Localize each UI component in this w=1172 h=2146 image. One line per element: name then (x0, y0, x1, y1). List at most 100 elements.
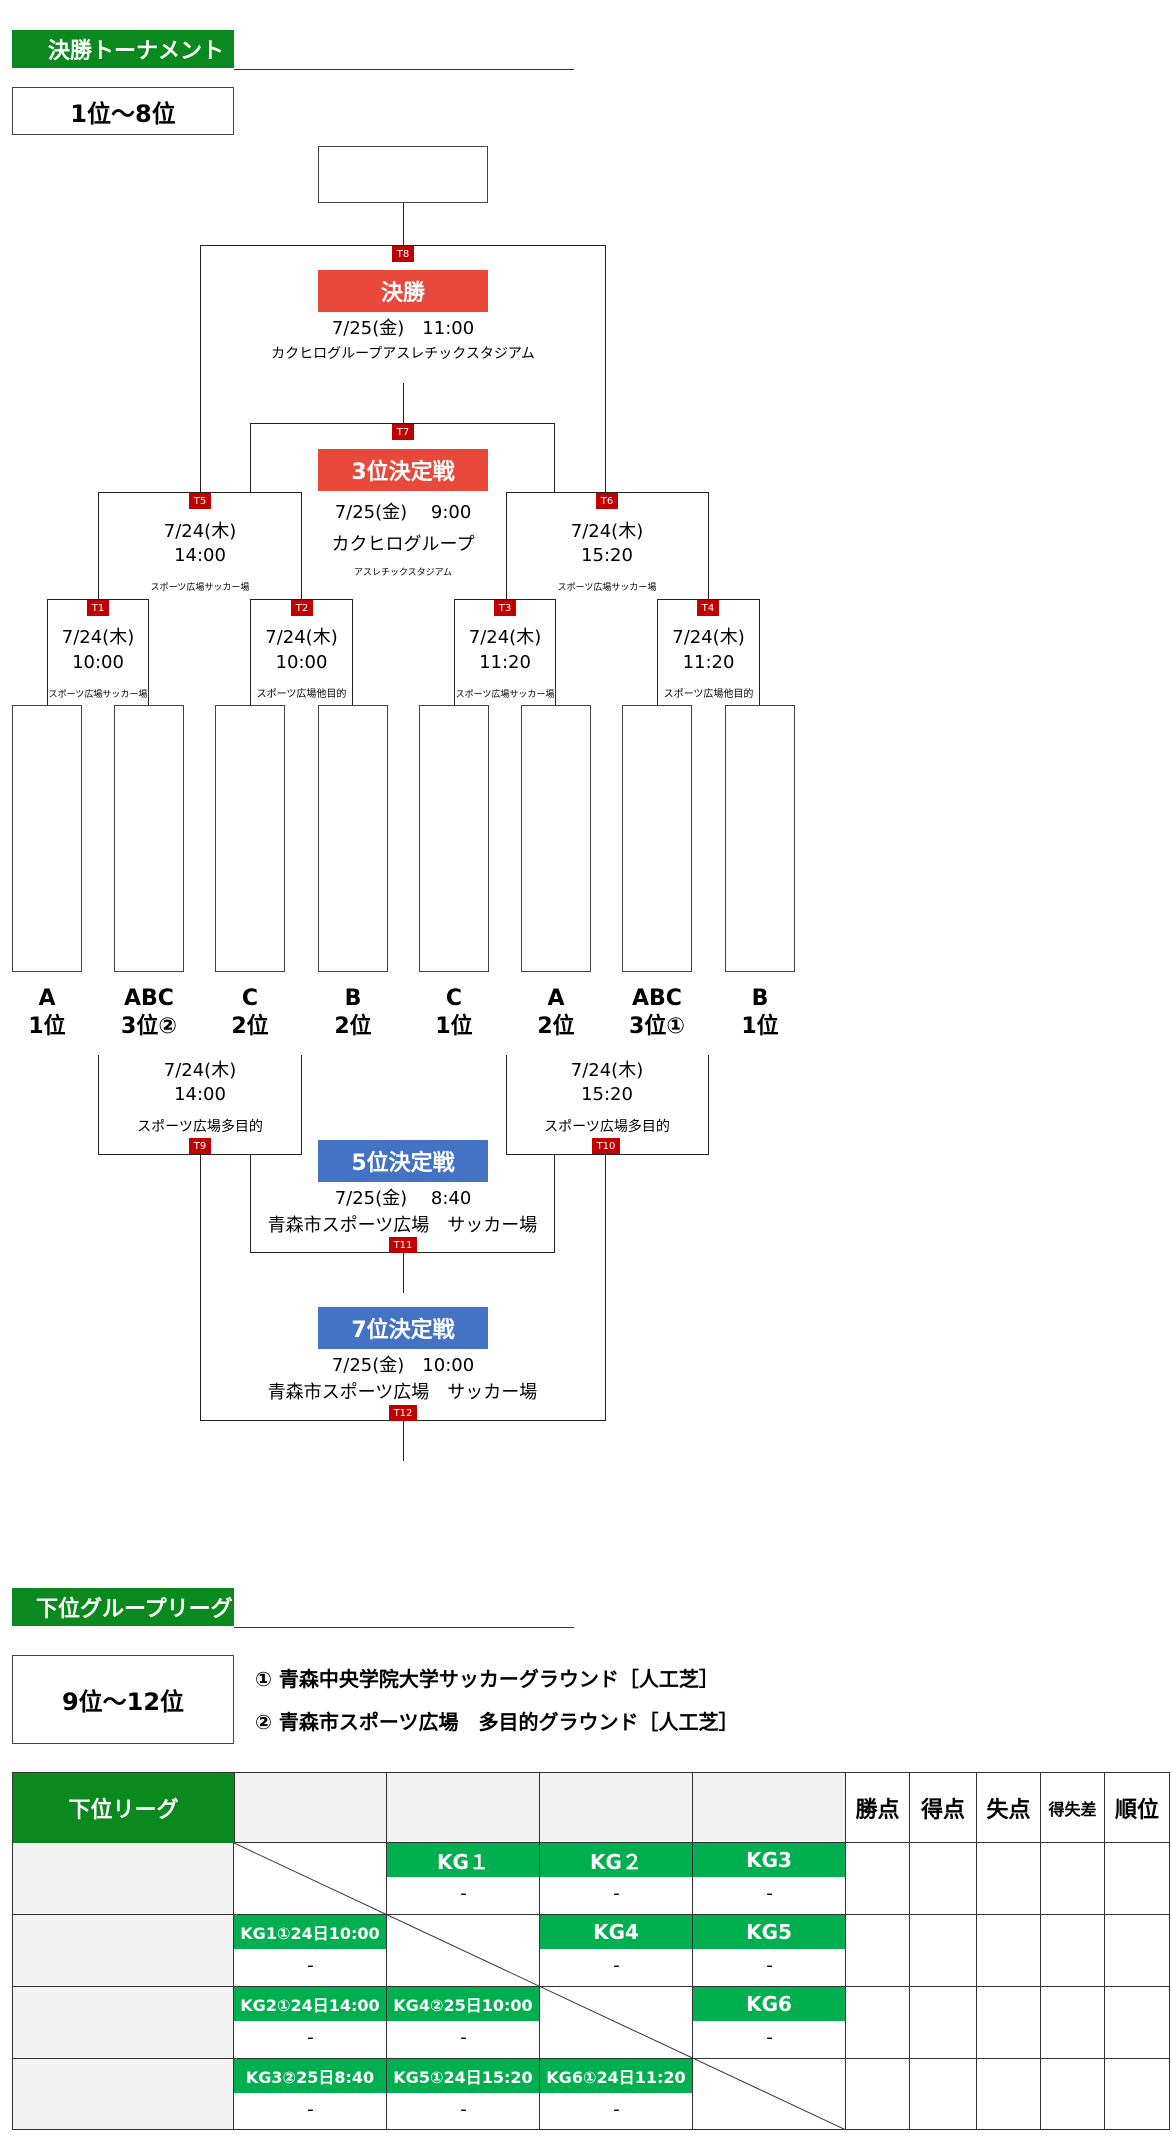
team-slot-4 (318, 705, 388, 972)
bracket-line (657, 599, 760, 600)
t2-date: 7/24(木) (265, 627, 338, 648)
seed-group: ABC (124, 986, 174, 1011)
lower-range-box: 9位〜12位 (12, 1655, 234, 1744)
stats-grid (846, 1843, 1170, 2130)
team-slot-7 (622, 705, 692, 972)
match-kg1-schedule: KG1①24日10:00 (234, 1915, 386, 1949)
bracket-line (98, 1055, 99, 1155)
bracket-line (555, 599, 556, 706)
match-result: - (307, 2099, 314, 2120)
table-header-cell (540, 1773, 693, 1843)
seed-label-8: B 1位 (718, 985, 802, 1041)
column-header-goals-against: 失点 (977, 1773, 1041, 1843)
match-result: - (766, 2027, 773, 2048)
t1-venue: スポーツ広場サッカー場 (48, 690, 148, 700)
column-header-goals-for: 得点 (910, 1773, 977, 1843)
t10-date: 7/24(木) (570, 1060, 644, 1081)
stat-cell (977, 1987, 1041, 2059)
seed-rank: 1位 (741, 1014, 779, 1039)
seed-group: A (38, 986, 56, 1011)
bracket-line (250, 423, 251, 493)
seventh-place-title: 7位決定戦 (318, 1307, 488, 1349)
match-tag-t1: T1 (87, 600, 109, 616)
third-place-venue1: カクヒログループ (331, 534, 475, 555)
match-result: - (766, 1955, 773, 1976)
match-tag-t5: T5 (189, 493, 211, 509)
bracket-line (605, 245, 606, 495)
match-kg4-schedule: KG4②25日10:00 (387, 1987, 539, 2021)
bracket-line (554, 423, 555, 493)
bracket-line (148, 599, 149, 706)
match-cell (234, 2059, 387, 2130)
seed-rank: 2位 (334, 1014, 372, 1039)
t3-date: 7/24(木) (468, 627, 542, 648)
t4-venue: スポーツ広場他目的 (663, 689, 754, 700)
match-cell (387, 2059, 540, 2130)
column-header-goal-difference: 得失差 (1041, 1773, 1105, 1843)
diagonal-line (234, 1843, 846, 2130)
match-cell (387, 1915, 540, 1987)
match-result: - (307, 2027, 314, 2048)
t6-date: 7/24(木) (570, 521, 644, 542)
match-kg6-label: KG6 (693, 1987, 845, 2021)
bracket-line (200, 245, 201, 495)
stat-cell (977, 1843, 1041, 1915)
match-tag-t7: T7 (392, 424, 414, 440)
match-result: - (613, 1883, 620, 1904)
match-cell (540, 1915, 693, 1987)
seed-rank: 2位 (537, 1014, 575, 1039)
seed-rank: 3位② (121, 1014, 177, 1039)
lower-group-header-text: 下位グループリーグ (36, 1597, 233, 1622)
bracket-line (98, 492, 99, 599)
bracket-line (506, 1055, 507, 1155)
stat-cell (1105, 1915, 1170, 1987)
seventh-place-datetime: 7/25(金) 10:00 (331, 1355, 475, 1376)
bracket-line (403, 1421, 404, 1461)
match-kg6-schedule: KG6①24日11:20 (540, 2059, 692, 2093)
table-header-cell (387, 1773, 540, 1843)
bracket-line (98, 1154, 302, 1155)
bracket-line (47, 599, 149, 600)
match-cell (234, 1915, 387, 1987)
seed-rank: 2位 (231, 1014, 269, 1039)
match-result: - (307, 1955, 314, 1976)
t2-time: 10:00 (275, 652, 328, 673)
t9-venue: スポーツ広場多目的 (137, 1119, 263, 1135)
stat-cell (910, 2059, 977, 2130)
bracket-line (200, 1155, 201, 1421)
venue-note-1: ① 青森中央学院大学サッカーグラウンド［人工芝］ (255, 1667, 719, 1691)
match-result: - (613, 1955, 620, 1976)
match-tag-t8: T8 (392, 246, 414, 262)
match-tag-t11: T11 (389, 1237, 417, 1253)
bracket-line (98, 492, 302, 493)
t1-date: 7/24(木) (61, 627, 135, 648)
match-kg5-label: KG5 (693, 1915, 845, 1949)
match-cell (234, 1987, 387, 2059)
bracket-line (352, 599, 353, 706)
bracket-line (506, 1154, 709, 1155)
bracket-line (403, 1253, 404, 1293)
stat-cell (1105, 2059, 1170, 2130)
team-row-3-name (13, 1987, 234, 2059)
seed-group: B (751, 986, 769, 1011)
match-cell (693, 1843, 846, 1915)
match-cell (387, 1843, 540, 1915)
final-match-datetime: 7/25(金) 11:00 (331, 318, 475, 339)
fifth-place-datetime: 7/25(金) 8:40 (334, 1188, 472, 1209)
stat-cell (1041, 2059, 1105, 2130)
stat-cell (1041, 1987, 1105, 2059)
bracket-line (301, 1055, 302, 1155)
t4-time: 11:20 (682, 652, 735, 673)
t10-venue: スポーツ広場多目的 (544, 1119, 670, 1135)
team-row-4-name (13, 2059, 234, 2130)
t6-time: 15:20 (581, 545, 633, 566)
match-cell (540, 2059, 693, 2130)
match-cell (234, 1843, 387, 1915)
match-result: - (613, 2099, 620, 2120)
third-place-datetime: 7/25(金) 9:00 (334, 502, 472, 523)
stat-cell (1041, 1915, 1105, 1987)
